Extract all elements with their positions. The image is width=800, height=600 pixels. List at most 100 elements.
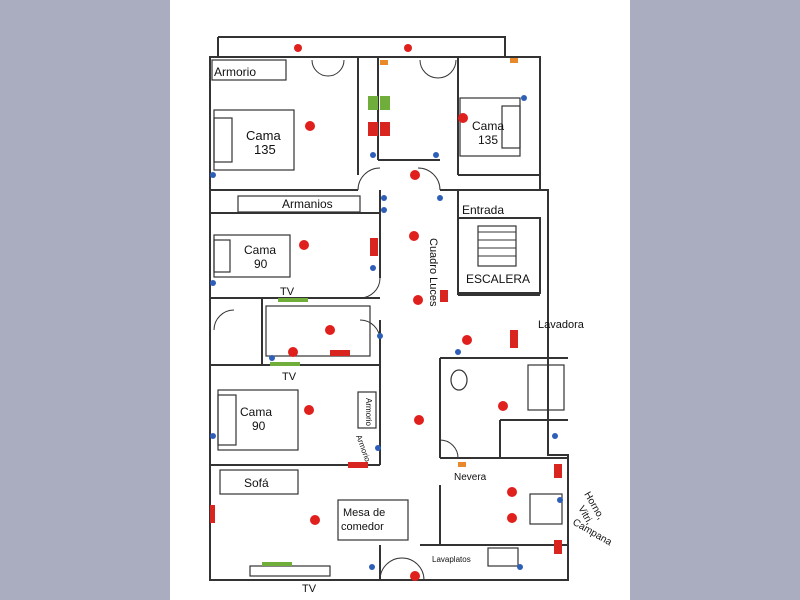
socket [437,195,443,201]
toilet [450,369,468,391]
dining-table [337,499,409,541]
label-sofa: Sofá [244,476,269,490]
stair-flight [477,225,517,267]
doors [213,59,459,581]
light-point [462,335,472,345]
switches [210,58,562,566]
light-point [325,325,335,335]
light-point [507,487,517,497]
chest-small [357,391,377,429]
stairs-lines [478,231,516,257]
switch [458,462,466,467]
socket [210,433,216,439]
light-point [498,401,508,411]
label-lavadora: Lavadora [538,319,585,331]
device-red [554,464,562,478]
light-point [288,347,298,357]
device-red [440,290,448,302]
socket [455,349,461,355]
label-armorio-small-1: Armorio [364,398,373,427]
labels: Armorio Cama 135 Cama 135 Armanios Cama … [214,65,614,595]
light-point [305,121,315,131]
socket [552,433,558,439]
furniture [211,59,565,577]
sink [487,547,519,567]
light-point [304,405,314,415]
socket [557,497,563,503]
label-escalera: ESCALERA [466,272,530,286]
light-point [410,571,420,581]
light-point [409,231,419,241]
socket [369,564,375,570]
device-red [370,238,378,256]
socket [521,95,527,101]
label-nevera: Nevera [454,472,487,483]
light-point [414,415,424,425]
label-tv-3: TV [302,583,317,595]
label-cama-90-bottom-2: 90 [252,419,266,433]
label-entrada: Entrada [462,203,504,217]
light-point [404,44,412,52]
socket [381,207,387,213]
socket [210,280,216,286]
light-point [458,113,468,123]
label-cama-90-bottom-1: Cama [240,405,272,419]
label-mesa-2: comedor [341,521,384,533]
bath-tub [265,305,371,357]
left-background-panel [0,0,170,600]
label-cuadro-luces: Cuadro Luces [427,238,439,307]
socket [381,195,387,201]
plan-background [170,0,630,600]
light-point [410,170,420,180]
device-green [380,96,390,110]
device-red [554,540,562,554]
device-red [510,330,518,348]
shower [527,364,565,411]
light-point [310,515,320,525]
socket [433,152,439,158]
label-lavaplatos: Lavaplatos [432,555,471,564]
light-point [294,44,302,52]
label-tv-2: TV [282,371,297,383]
light-point [413,295,423,305]
light-points [288,44,517,581]
switch [510,58,518,63]
label-cama-90-top-1: Cama [244,243,276,257]
label-cama-135-right-1: Cama [472,119,504,133]
wardrobe-armorio [211,59,287,81]
socket [375,445,381,451]
device-red [368,122,378,136]
sofa [219,469,299,495]
socket [377,333,383,339]
wardrobe-armanios [237,195,361,213]
sockets [210,95,563,570]
label-cama-90-top-2: 90 [254,257,268,271]
stove [529,493,563,525]
device-green [368,96,378,110]
socket [210,172,216,178]
label-cama-135-right-2: 135 [478,133,498,147]
walls [209,36,569,581]
label-cama-135-left-2: 135 [254,142,276,157]
socket [370,152,376,158]
label-tv-1: TV [280,286,295,298]
switch [270,362,300,366]
device-red [330,350,350,356]
switch [278,298,308,302]
switch [262,562,292,566]
device-red [348,462,368,468]
switch [380,60,388,65]
right-background-panel [630,0,800,600]
device-red [210,505,215,523]
light-point [299,240,309,250]
socket [517,564,523,570]
device-red [380,122,390,136]
label-armanios: Armanios [282,197,333,211]
label-mesa-1: Mesa de [343,507,385,519]
label-armorio: Armorio [214,65,256,79]
socket [269,355,275,361]
socket [370,265,376,271]
light-point [507,513,517,523]
label-cama-135-left-1: Cama [246,128,281,143]
